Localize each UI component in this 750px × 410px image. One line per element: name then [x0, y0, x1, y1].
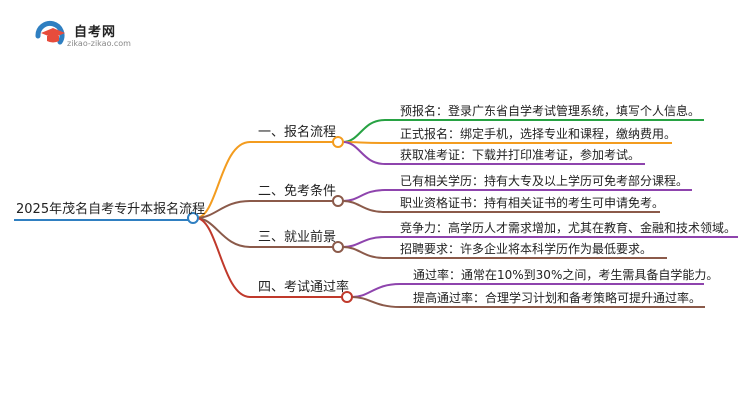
- leaf-recruitment-requirements[interactable]: 招聘要求：许多企业将本科学历作为最低要求。: [400, 242, 653, 256]
- leaf-pass-rate[interactable]: 通过率：通常在10%到30%之间，考生需具备自学能力。: [413, 268, 719, 282]
- edge-b2-leaf2: [342, 200, 660, 213]
- leaf-pre-registration[interactable]: 预报名：登录广东省自学考试管理系统，填写个人信息。: [400, 104, 701, 118]
- branch1-node[interactable]: [332, 136, 344, 148]
- branch-registration-process[interactable]: 一、报名流程: [258, 125, 337, 140]
- logo-title: 自考网: [74, 25, 117, 40]
- edge-b4-leaf2: [351, 296, 705, 308]
- graduation-cap-icon: [35, 20, 65, 45]
- edge-root-branch4: [195, 217, 344, 298]
- site-logo[interactable]: 自考网 zikao-zikao.com: [34, 20, 144, 52]
- branch-pass-rate[interactable]: 四、考试通过率: [258, 280, 350, 295]
- leaf-professional-certificate[interactable]: 职业资格证书：持有相关证书的考生可申请免考。: [400, 196, 665, 210]
- root-topic[interactable]: 2025年茂名自考专升本报名流程: [16, 202, 206, 217]
- edge-b1-leaf2: [342, 141, 672, 144]
- edge-root-branch2: [195, 200, 336, 219]
- leaf-existing-education[interactable]: 已有相关学历：持有大专及以上学历可免考部分课程。: [400, 174, 689, 188]
- branch-employment-prospects[interactable]: 三、就业前景: [258, 230, 337, 245]
- root-node[interactable]: [187, 212, 199, 224]
- branch4-node[interactable]: [341, 291, 353, 303]
- edge-b1-leaf3: [342, 141, 645, 165]
- branch3-node[interactable]: [332, 241, 344, 253]
- leaf-admission-ticket[interactable]: 获取准考证：下载并打印准考证，参加考试。: [400, 148, 641, 162]
- leaf-formal-registration[interactable]: 正式报名：绑定手机，选择专业和课程，缴纳费用。: [400, 127, 677, 141]
- edge-b3-leaf2: [342, 246, 667, 259]
- edge-root-branch1: [195, 141, 336, 219]
- leaf-competitiveness[interactable]: 竞争力：高学历人才需求增加，尤其在教育、金融和技术领域。: [400, 221, 737, 235]
- logo-url: zikao-zikao.com: [67, 39, 131, 48]
- branch2-node[interactable]: [332, 195, 344, 207]
- leaf-improve-pass-rate[interactable]: 提高通过率：合理学习计划和备考策略可提升通过率。: [413, 291, 702, 305]
- edge-root-branch3: [195, 217, 336, 248]
- branch-exemption-conditions[interactable]: 二、免考条件: [258, 184, 337, 199]
